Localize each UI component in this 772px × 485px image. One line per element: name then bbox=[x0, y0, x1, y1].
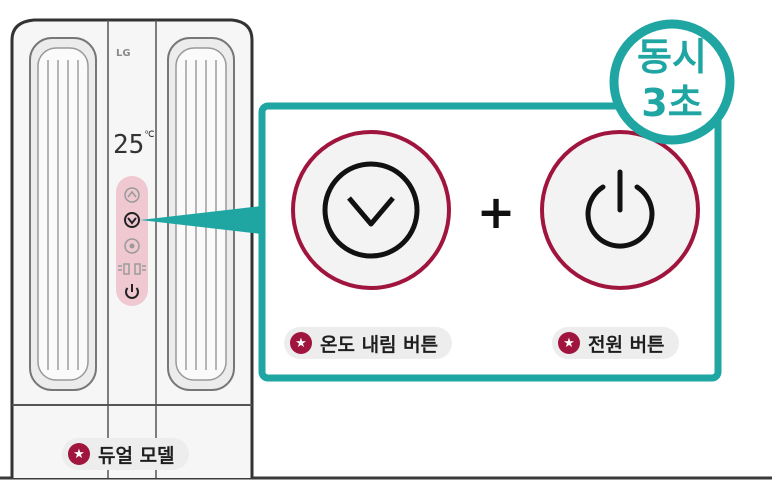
star-icon: ★ bbox=[558, 332, 580, 354]
power-button-illustration bbox=[540, 130, 700, 290]
plus-sign: + bbox=[477, 185, 516, 239]
power-label: ★ 전원 버튼 bbox=[552, 327, 679, 359]
temp-down-icon bbox=[124, 212, 140, 228]
badge-text: 동시 3초 bbox=[620, 34, 724, 126]
temp-up-icon bbox=[124, 187, 140, 203]
lg-logo: LG bbox=[116, 48, 131, 59]
lg-logo-text: LG bbox=[116, 48, 131, 59]
swing-icon bbox=[118, 263, 146, 275]
star-icon: ★ bbox=[68, 443, 90, 465]
temp-down-label: ★ 온도 내림 버튼 bbox=[284, 327, 453, 359]
air-conditioner-unit bbox=[10, 18, 254, 478]
model-label: ★ 듀얼 모델 bbox=[62, 438, 189, 470]
model-label-text: 듀얼 모델 bbox=[98, 444, 175, 467]
fan-icon bbox=[124, 238, 140, 254]
power-small-icon bbox=[125, 284, 139, 299]
callout-pointer bbox=[140, 206, 262, 234]
badge-line-2: 3초 bbox=[641, 81, 703, 125]
star-icon: ★ bbox=[290, 332, 312, 354]
temperature-display: 25℃ bbox=[113, 130, 154, 160]
simultaneous-badge bbox=[609, 19, 735, 145]
left-air-vent bbox=[29, 37, 97, 391]
temperature-unit: ℃ bbox=[144, 130, 155, 140]
control-panel bbox=[116, 176, 148, 306]
power-label-text: 전원 버튼 bbox=[588, 333, 665, 356]
badge-line-1: 동시 bbox=[637, 35, 707, 79]
temp-down-button-illustration bbox=[291, 130, 451, 290]
temperature-value: 25 bbox=[113, 130, 145, 160]
temp-down-label-text: 온도 내림 버튼 bbox=[320, 333, 439, 356]
